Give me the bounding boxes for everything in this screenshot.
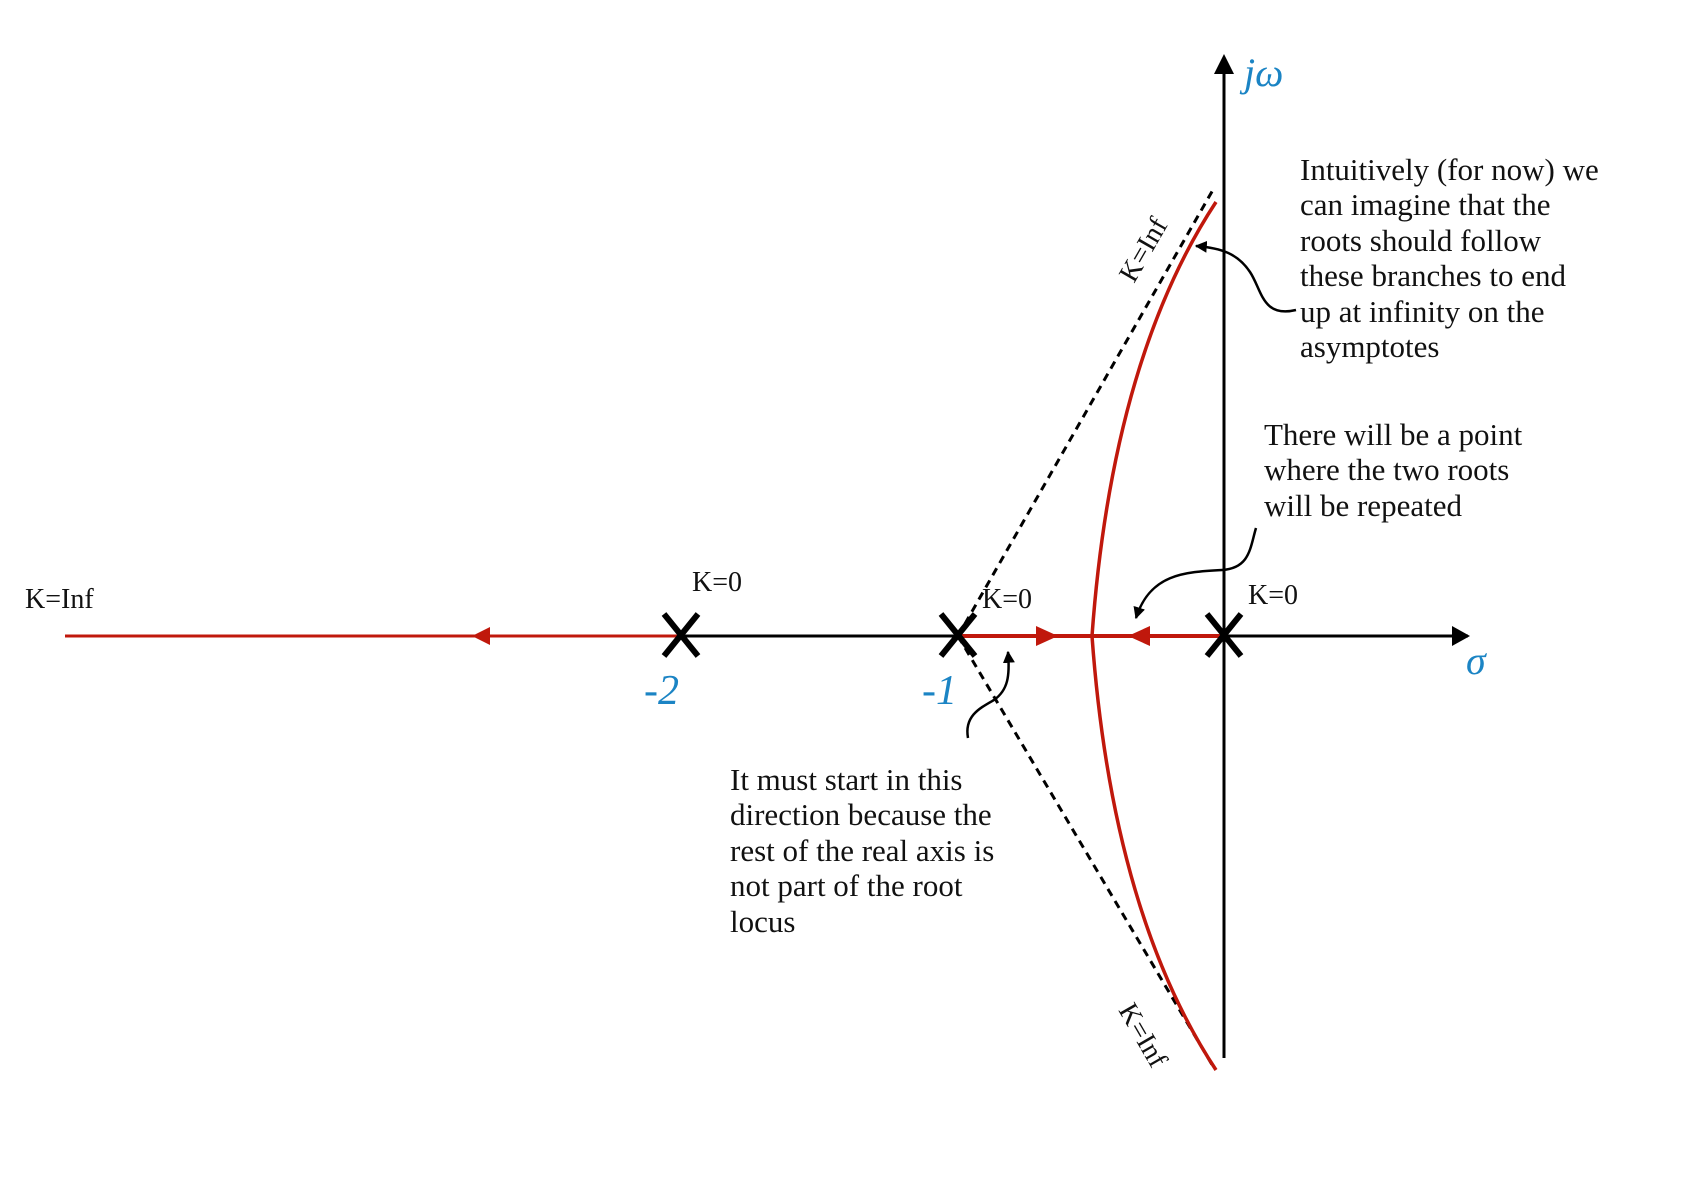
svg-text:locus: locus [730, 904, 795, 939]
k0-label-minus2: K=0 [692, 567, 742, 598]
k-inf-left-label: K=Inf [25, 584, 94, 615]
k-inf-lower-label: K=Inf [1112, 998, 1174, 1074]
k0-label-minus1: K=0 [982, 584, 1032, 615]
upper-asymptote [956, 187, 1216, 637]
k-inf-upper-label: K=Inf [1113, 212, 1175, 288]
svg-text:can imagine that the: can imagine that the [1300, 187, 1550, 222]
svg-text:roots should follow: roots should follow [1300, 223, 1542, 258]
pole-marker-minus2 [661, 612, 701, 658]
locus-upper-branch [1090, 201, 1218, 637]
pole-marker-origin [1204, 612, 1244, 658]
svg-text:rest of the real axis is: rest of the real axis is [730, 833, 994, 868]
svg-text:where the two roots: where the two roots [1264, 452, 1509, 487]
svg-text:these branches to end: these branches to end [1300, 258, 1566, 293]
pole-marker-minus1 [938, 612, 978, 658]
annotation-start-direction: It must start in this direction because … [730, 762, 994, 939]
svg-text:Intuitively (for now) we: Intuitively (for now) we [1300, 152, 1599, 187]
k0-label-origin: K=0 [1248, 580, 1298, 611]
locus-arrow-left [472, 627, 490, 645]
pole-label-minus2: -2 [644, 668, 679, 714]
locus-lower-branch [1090, 635, 1218, 1071]
annotation-repeated-roots: There will be a point where the two root… [1264, 417, 1523, 523]
real-axis-arrowhead [1452, 626, 1470, 646]
svg-text:up at infinity on the: up at infinity on the [1300, 294, 1545, 329]
imaginary-axis-arrowhead [1214, 54, 1234, 74]
svg-text:not part of the root: not part of the root [730, 868, 963, 903]
svg-text:There will be a point: There will be a point [1264, 417, 1523, 452]
annotation-asymptotes: Intuitively (for now) we can imagine tha… [1300, 152, 1599, 364]
real-axis-label: σ [1466, 638, 1487, 683]
svg-text:asymptotes: asymptotes [1300, 329, 1440, 364]
annotation-arrow-asymptotes [1194, 240, 1297, 313]
annotation-arrow-start-direction [966, 650, 1015, 739]
lower-asymptote [956, 635, 1216, 1069]
svg-text:will be repeated: will be repeated [1264, 488, 1462, 523]
locus-arrow-from-minus1 [1036, 626, 1058, 646]
svg-text:It must start in this: It must start in this [730, 762, 963, 797]
imaginary-axis-label: jω [1239, 50, 1283, 95]
svg-text:direction because the: direction because the [730, 797, 992, 832]
pole-label-minus1: -1 [922, 668, 957, 714]
locus-arrow-from-zero [1128, 626, 1150, 646]
annotation-arrow-repeated-roots [1133, 527, 1258, 620]
